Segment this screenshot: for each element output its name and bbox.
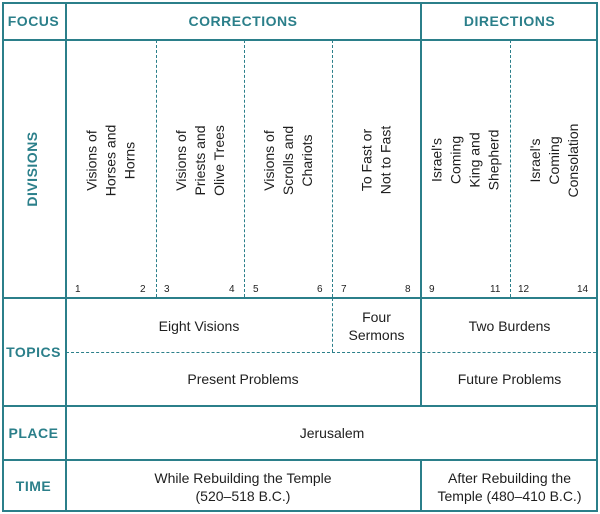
time-while-rebuilding: While Rebuilding the Temple (520–518 B.C… xyxy=(154,469,332,504)
chapter-start-4: 7 xyxy=(341,284,347,295)
line-below-place xyxy=(2,459,598,461)
division-5-title: Israel's Coming King and Shepherd xyxy=(428,129,502,191)
place-row-label: PLACE xyxy=(8,424,59,441)
topic-present-problems: Present Problems xyxy=(187,371,299,387)
label-column-divider xyxy=(65,2,67,512)
chapter-end-1: 2 xyxy=(140,284,146,295)
chapter-start-5: 9 xyxy=(429,284,435,295)
line-below-topics xyxy=(2,405,598,407)
chapter-start-3: 5 xyxy=(253,284,259,295)
chapter-end-6: 14 xyxy=(577,284,589,295)
chapter-end-2: 4 xyxy=(229,284,235,295)
topic-eight-visions: Eight Visions xyxy=(158,317,240,334)
division-divider-1 xyxy=(156,40,157,297)
division-3: Visions of Scrolls and Chariots xyxy=(245,40,332,280)
division-divider-5 xyxy=(510,40,511,297)
division-6: Israel's Coming Consolation xyxy=(511,40,598,280)
chapter-end-5: 11 xyxy=(490,284,501,295)
division-2: Visions of Priests and Olive Trees xyxy=(157,40,244,280)
chapter-start-2: 3 xyxy=(164,284,170,295)
topics-sermons-divider xyxy=(332,298,333,352)
division-4: To Fast or Not to Fast xyxy=(333,40,420,280)
place-jerusalem: Jerusalem xyxy=(299,425,365,441)
directions-header: DIRECTIONS xyxy=(463,13,556,29)
topics-row-label: TOPICS xyxy=(6,343,61,360)
time-row-label: TIME xyxy=(15,478,52,494)
corrections-header: CORRECTIONS xyxy=(188,13,298,29)
corrections-directions-divider-lower xyxy=(420,298,422,406)
division-6-title: Israel's Coming Consolation xyxy=(527,123,581,197)
division-1: Visions of Horses and Horns xyxy=(66,40,156,280)
topic-four-sermons: Four Sermons xyxy=(348,308,405,343)
corrections-directions-divider xyxy=(420,2,422,298)
line-below-header xyxy=(2,39,598,41)
line-below-divisions xyxy=(2,297,598,299)
division-3-title: Visions of Scrolls and Chariots xyxy=(261,125,315,195)
division-5: Israel's Coming King and Shepherd xyxy=(421,40,510,280)
focus-header: FOCUS xyxy=(7,13,60,29)
topic-future-problems: Future Problems xyxy=(457,371,562,387)
topic-two-burdens: Two Burdens xyxy=(468,317,551,334)
division-divider-3 xyxy=(332,40,333,297)
chapter-end-4: 8 xyxy=(405,284,411,295)
time-after-rebuilding: After Rebuilding the Temple (480–410 B.C… xyxy=(437,469,582,504)
topics-divider xyxy=(66,352,596,353)
division-divider-2 xyxy=(244,40,245,297)
time-divider xyxy=(420,460,422,512)
chapter-start-6: 12 xyxy=(518,284,530,295)
divisions-row-label: DIVISIONS xyxy=(24,131,40,207)
division-2-title: Visions of Priests and Olive Trees xyxy=(173,124,227,196)
chapter-start-1: 1 xyxy=(75,284,81,295)
chapter-end-3: 6 xyxy=(317,284,323,295)
division-1-title: Visions of Horses and Horns xyxy=(83,124,138,196)
division-4-title: To Fast or Not to Fast xyxy=(358,125,394,195)
